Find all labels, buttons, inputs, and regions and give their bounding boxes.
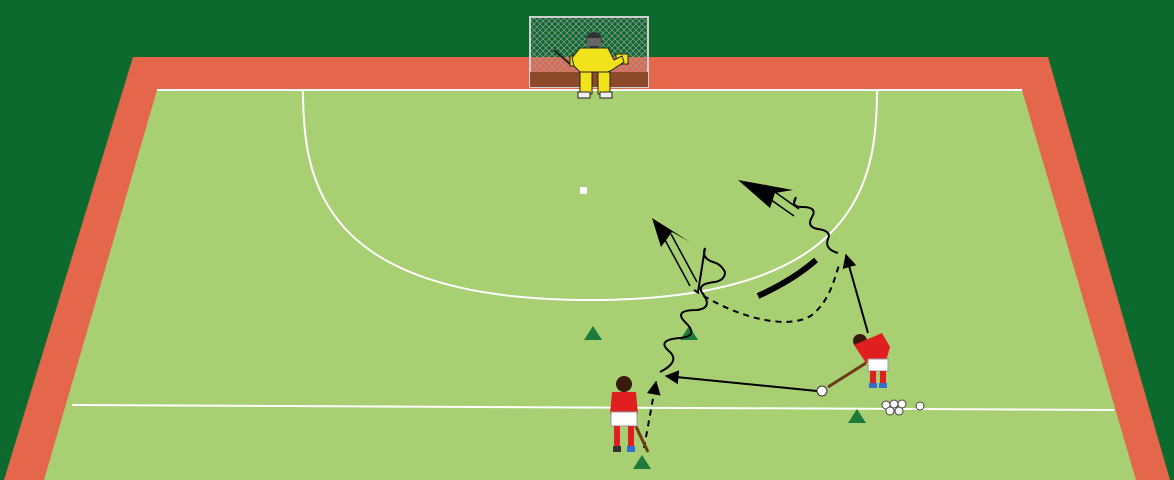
ball xyxy=(817,386,827,396)
penalty-spot xyxy=(580,187,587,194)
pitch xyxy=(44,90,1136,480)
